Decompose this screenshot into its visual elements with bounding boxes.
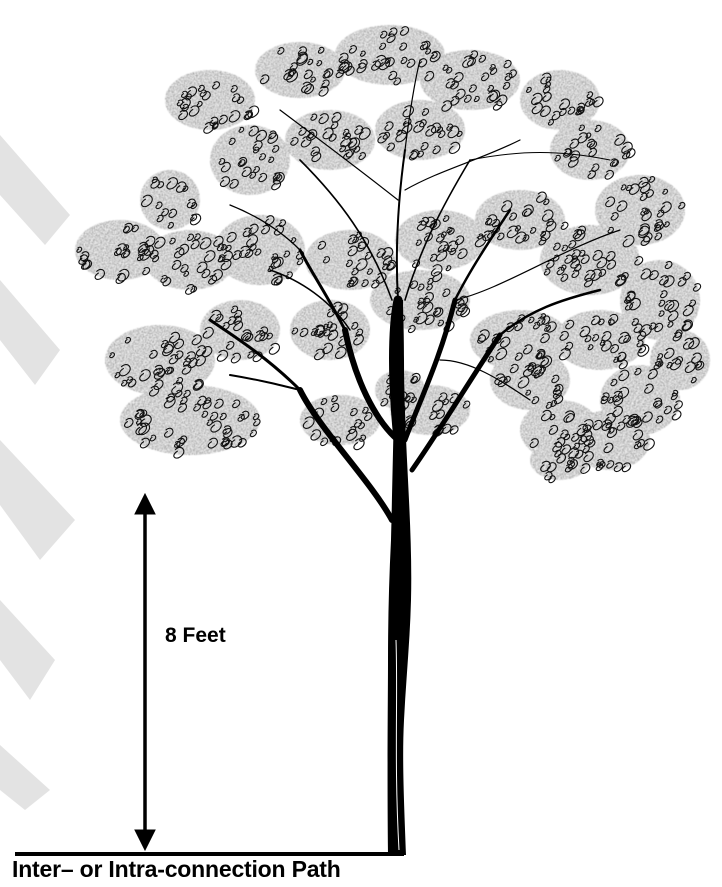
- clearance-arrow: [135, 494, 155, 850]
- watermark-shapes: [0, 135, 75, 810]
- clearance-height-label: 8 Feet: [165, 624, 226, 648]
- foliage-cluster-shade: [530, 440, 590, 480]
- foliage-cluster-shade: [165, 70, 255, 130]
- path-label: Inter– or Intra-connection Path: [12, 856, 341, 883]
